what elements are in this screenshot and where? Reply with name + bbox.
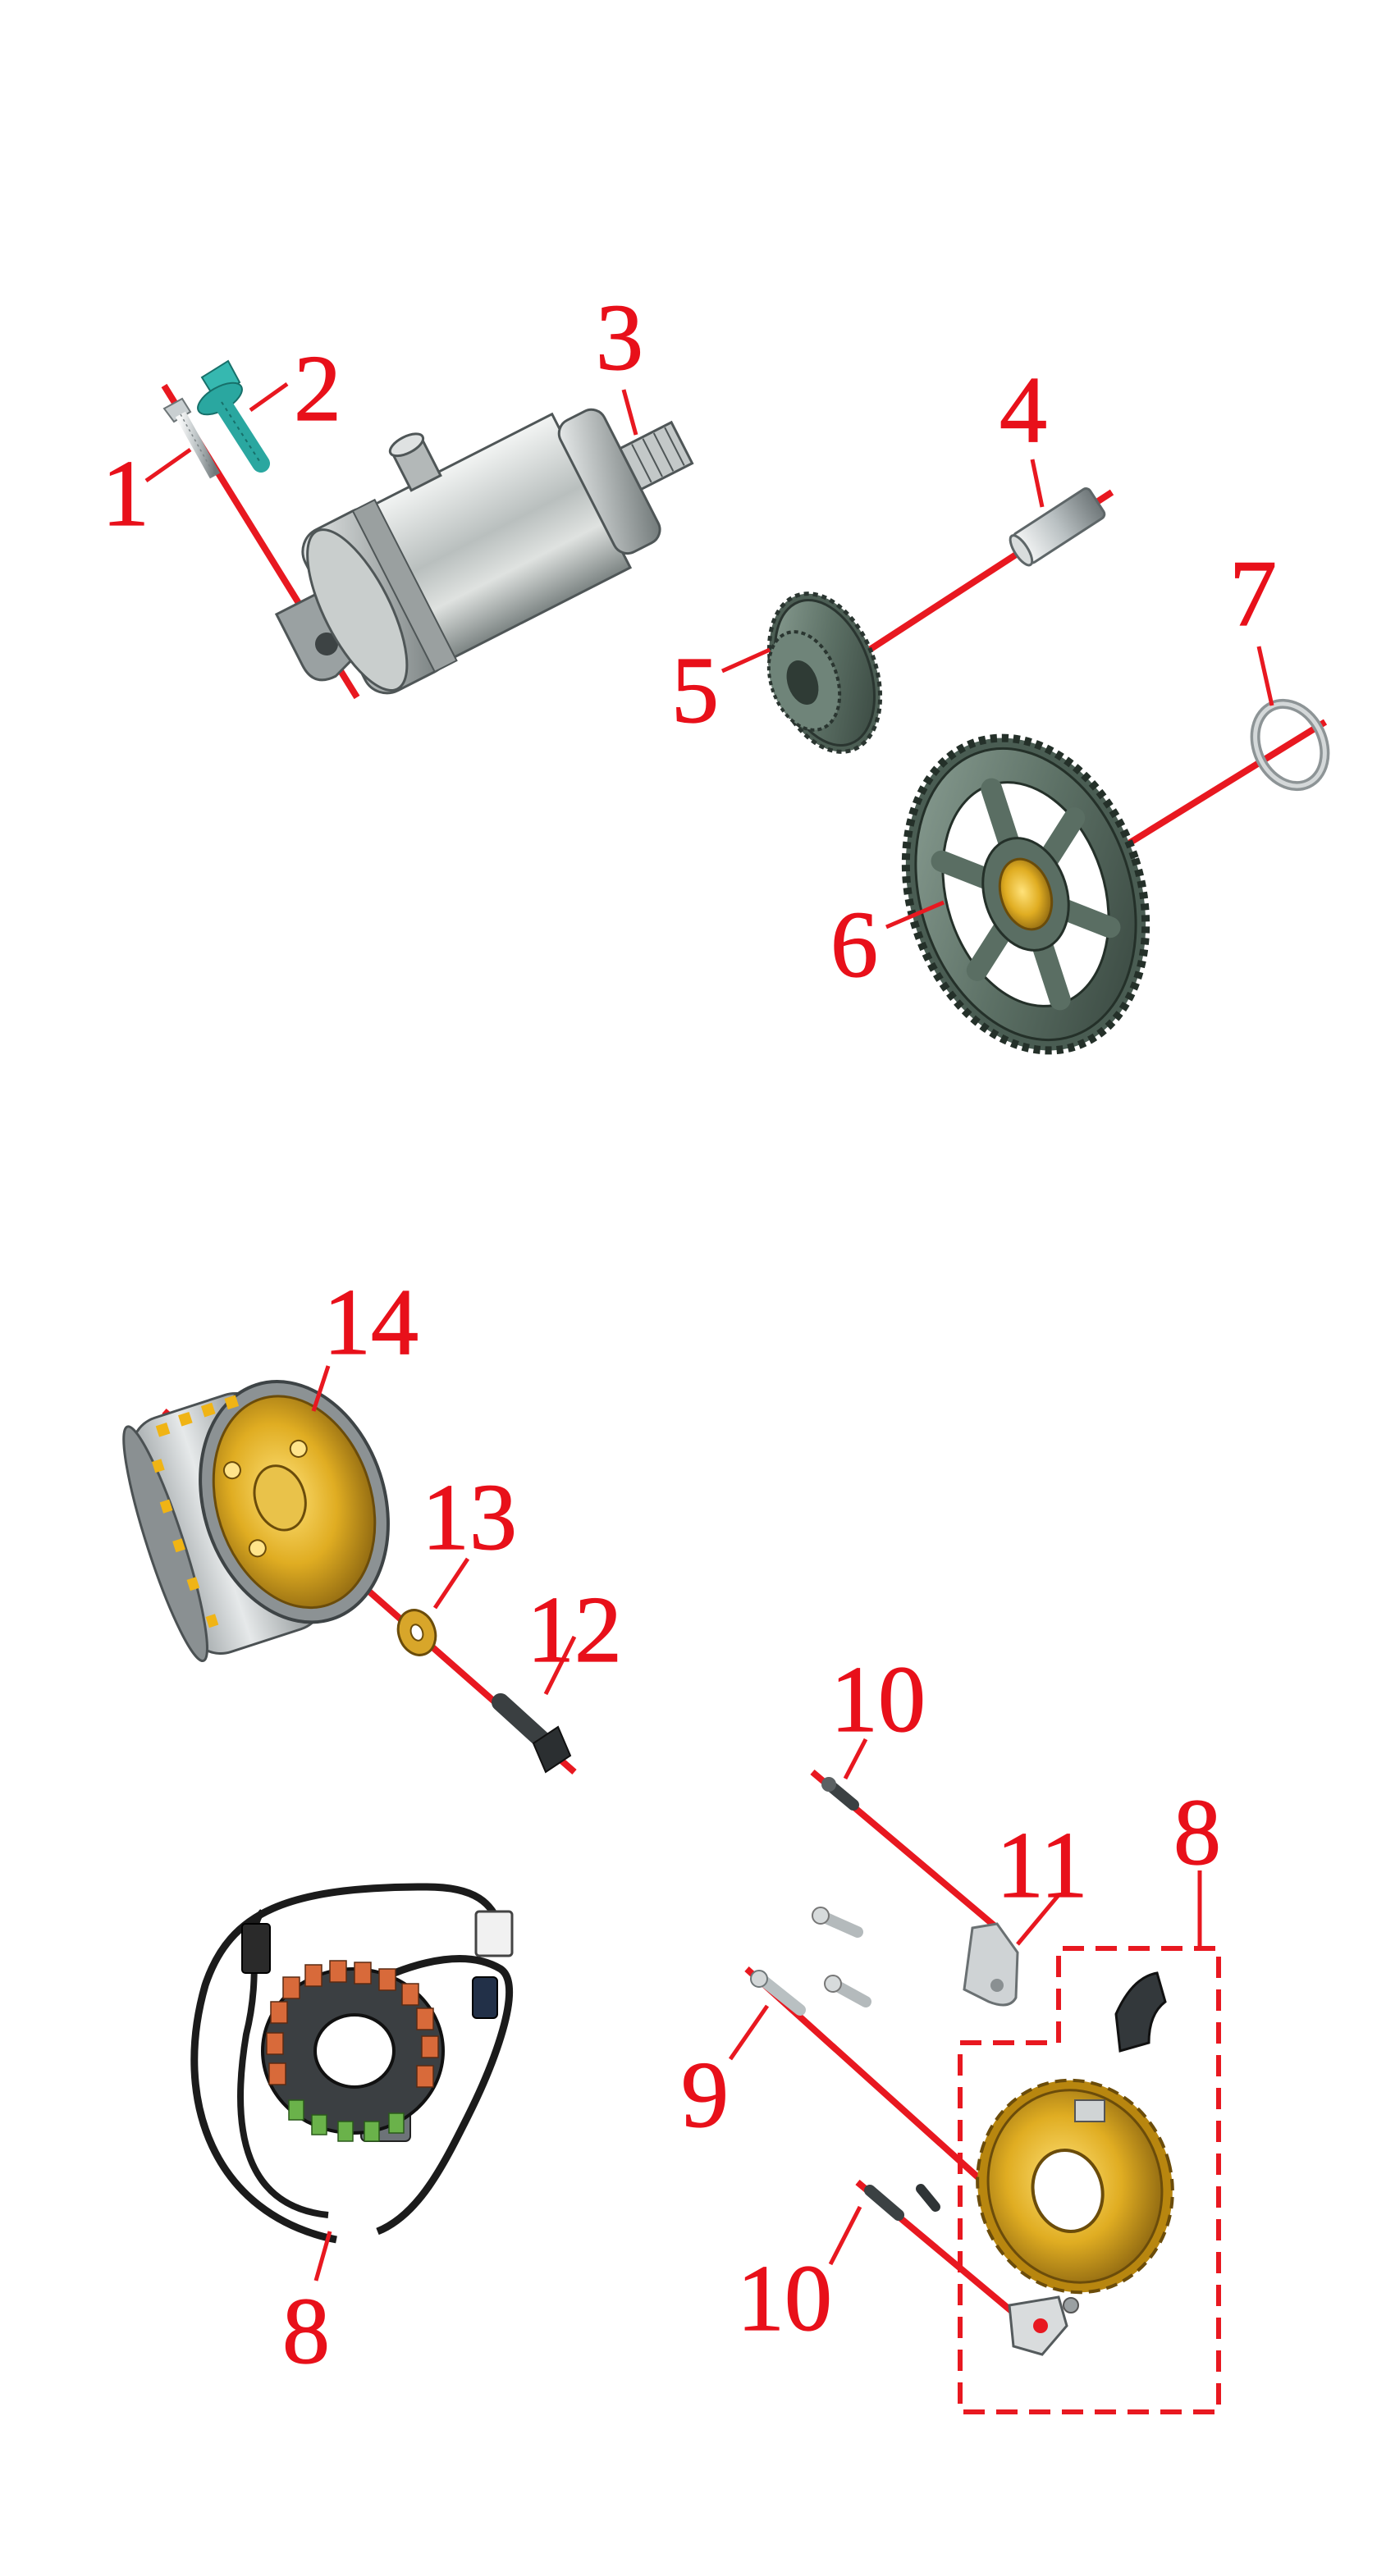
leader-4 bbox=[1030, 459, 1045, 508]
starter-motor-part-3 bbox=[274, 408, 694, 695]
screw-part-10-top bbox=[821, 1777, 859, 1811]
leader-5 bbox=[720, 647, 771, 674]
stator-harness-part-8 bbox=[190, 1883, 514, 2244]
callout-12: 12 bbox=[527, 1578, 622, 1683]
leader-10-top bbox=[843, 1738, 868, 1780]
callout-10-bottom: 10 bbox=[737, 2246, 832, 2351]
starter-gear-part-6 bbox=[901, 733, 1150, 1055]
leader-7 bbox=[1256, 646, 1274, 706]
small-bolt bbox=[916, 2184, 940, 2212]
callout-4: 4 bbox=[999, 358, 1047, 463]
bolt-part-1 bbox=[162, 397, 221, 479]
washer-part-13 bbox=[396, 1609, 437, 1656]
pickup-sensor bbox=[1008, 2295, 1079, 2356]
callout-5: 5 bbox=[671, 638, 719, 743]
callout-7: 7 bbox=[1229, 541, 1277, 646]
callout-6: 6 bbox=[830, 893, 878, 998]
callout-2: 2 bbox=[294, 336, 341, 441]
callout-9: 9 bbox=[681, 2043, 729, 2148]
screw-part-10-bottom bbox=[864, 2185, 904, 2221]
leader-6 bbox=[885, 900, 945, 929]
grommet bbox=[1114, 1971, 1167, 2053]
leader-2 bbox=[249, 381, 289, 413]
callout-1: 1 bbox=[102, 441, 149, 546]
callout-8-box: 8 bbox=[1173, 1780, 1221, 1885]
idle-gear-part-5 bbox=[766, 591, 883, 754]
leader-8-harness bbox=[313, 2231, 332, 2281]
leader-14 bbox=[311, 1365, 331, 1412]
stator-coil bbox=[976, 2078, 1174, 2295]
washer-part-7 bbox=[1250, 698, 1330, 792]
screw-part-9 bbox=[750, 1970, 806, 2016]
callout-14: 14 bbox=[323, 1270, 419, 1375]
callout-10-top: 10 bbox=[830, 1647, 926, 1752]
callout-11: 11 bbox=[996, 1813, 1088, 1918]
leader-10-bottom bbox=[828, 2205, 862, 2266]
shaft-part-4 bbox=[1009, 487, 1106, 567]
leader-1 bbox=[144, 447, 192, 483]
leader-11 bbox=[1016, 1893, 1060, 1946]
leader-9 bbox=[728, 2004, 770, 2061]
flywheel-bolt-part-12 bbox=[492, 1693, 572, 1774]
axis-gear-washer bbox=[1097, 719, 1328, 865]
callout-3: 3 bbox=[596, 285, 643, 391]
leader-3 bbox=[621, 389, 638, 436]
callout-13: 13 bbox=[422, 1465, 517, 1570]
stator-assembly-box bbox=[958, 1946, 1221, 2414]
small-screws-pair bbox=[812, 1907, 871, 2007]
callout-8-harness: 8 bbox=[282, 2279, 330, 2384]
leader-12 bbox=[543, 1635, 577, 1696]
wire-clamp-part-11 bbox=[963, 1922, 1019, 2007]
leader-13 bbox=[432, 1557, 470, 1610]
flange-bolt-part-2 bbox=[197, 359, 270, 473]
flywheel-rotor-part-14 bbox=[122, 1380, 390, 1663]
